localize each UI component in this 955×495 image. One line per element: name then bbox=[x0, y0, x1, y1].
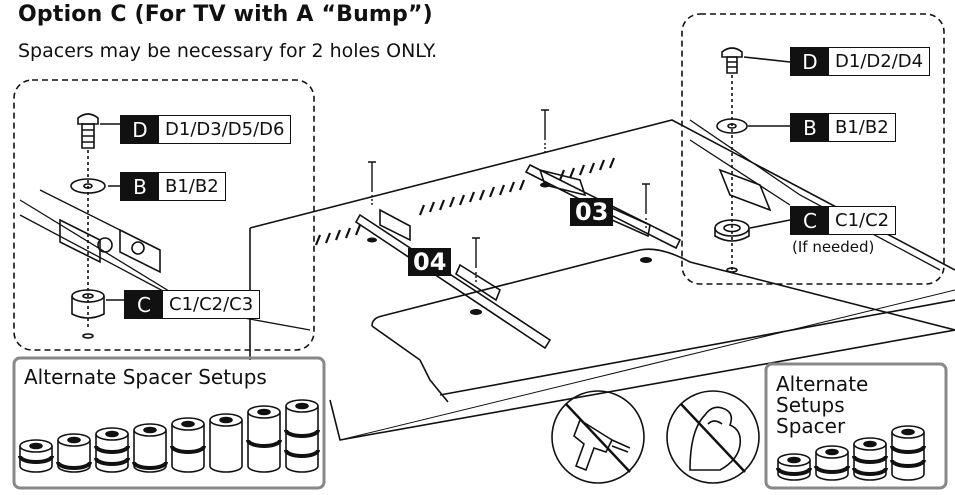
left-screw-d bbox=[77, 113, 99, 149]
bracket-arm-03 bbox=[524, 163, 682, 250]
tag-parts: C1/C2 bbox=[835, 210, 890, 231]
left-washer-b bbox=[70, 178, 106, 194]
tag-letter: D bbox=[121, 116, 159, 143]
tag-letter: B bbox=[791, 114, 829, 141]
step-number-03: 03 bbox=[570, 198, 614, 226]
page-subtitle: Spacers may be necessary for 2 holes ONL… bbox=[18, 40, 438, 62]
right-washer-tag: B B1/B2 bbox=[790, 113, 896, 142]
alt-spacer-box-left bbox=[12, 356, 326, 490]
tag-letter: C bbox=[791, 207, 829, 234]
right-callout-frame bbox=[681, 13, 945, 285]
no-excessive-force-icon bbox=[666, 390, 760, 484]
alt-setups-spacer-label-line3: Spacer bbox=[776, 414, 846, 438]
spacer-stacks-left bbox=[18, 399, 320, 473]
alt-setups-spacer-label-line1: Alternate bbox=[776, 372, 869, 396]
tag-letter: B bbox=[121, 173, 159, 200]
alt-setups-spacer-label-line2: Setups bbox=[776, 393, 845, 417]
tag-parts: B1/B2 bbox=[835, 117, 889, 138]
right-spacer-c bbox=[714, 219, 750, 242]
if-needed-note: (If needed) bbox=[792, 238, 875, 256]
screws bbox=[368, 109, 650, 282]
tag-parts: C1/C2/C3 bbox=[169, 294, 254, 315]
left-spacer-c bbox=[71, 289, 105, 319]
right-spacer-tag: C C1/C2 bbox=[790, 206, 897, 235]
left-spacer-tag: C C1/C2/C3 bbox=[124, 290, 261, 319]
right-screw-tag: D D1/D2/D4 bbox=[790, 47, 931, 76]
no-power-drill-icon bbox=[551, 390, 645, 484]
page-title: Option C (For TV with A “Bump”) bbox=[18, 2, 433, 27]
bracket-arm-04 bbox=[354, 208, 552, 350]
left-callout-frame bbox=[13, 79, 315, 351]
tag-parts: D1/D2/D4 bbox=[835, 51, 924, 72]
tag-parts: D1/D3/D5/D6 bbox=[165, 119, 285, 140]
right-washer-b bbox=[716, 118, 748, 134]
tag-letter: C bbox=[125, 291, 163, 318]
tag-letter: D bbox=[791, 48, 829, 75]
left-screw-tag: D D1/D3/D5/D6 bbox=[120, 115, 292, 144]
step-number-04: 04 bbox=[408, 248, 452, 276]
alt-spacer-setups-label: Alternate Spacer Setups bbox=[24, 365, 267, 389]
right-screw-d bbox=[721, 47, 743, 74]
alt-spacer-box-right bbox=[764, 362, 948, 490]
tag-parts: B1/B2 bbox=[165, 176, 219, 197]
left-washer-tag: B B1/B2 bbox=[120, 172, 226, 201]
tv-bump bbox=[371, 248, 955, 403]
spacer-stacks-right bbox=[776, 425, 926, 481]
vent-slots bbox=[314, 157, 616, 246]
